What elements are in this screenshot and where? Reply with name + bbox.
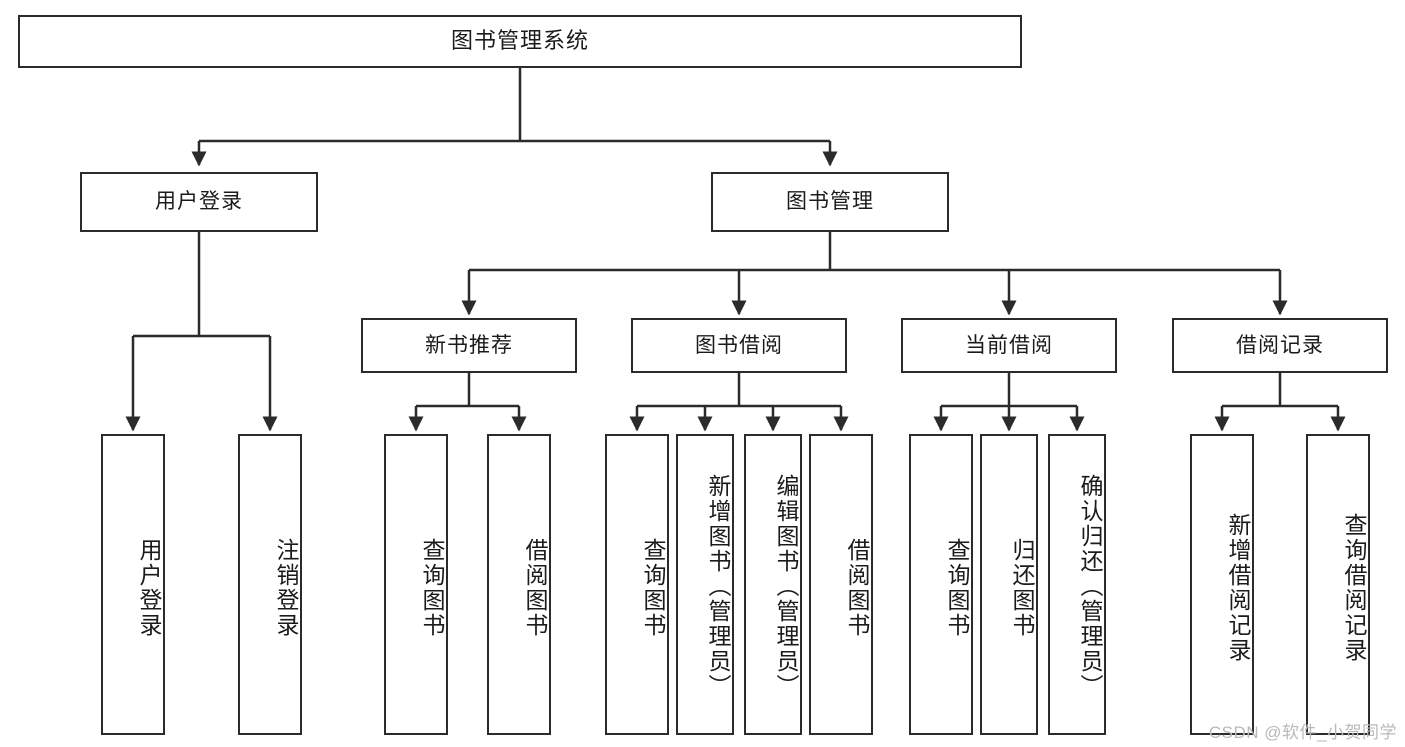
node-new-book-recommend[interactable]: 新书推荐 bbox=[361, 318, 577, 373]
node-leaf-return-book[interactable]: 归还图书 bbox=[980, 434, 1038, 735]
node-book-manage[interactable]: 图书管理 bbox=[711, 172, 949, 232]
node-leaf-borrow-book-borrow[interactable]: 借阅图书 bbox=[809, 434, 873, 735]
node-leaf-user-login[interactable]: 用户登录 bbox=[101, 434, 165, 735]
node-root-system[interactable]: 图书管理系统 bbox=[18, 15, 1022, 68]
node-leaf-query-borrow-record[interactable]: 查询借阅记录 bbox=[1306, 434, 1370, 735]
node-current-borrow[interactable]: 当前借阅 bbox=[901, 318, 1117, 373]
node-borrow-record[interactable]: 借阅记录 bbox=[1172, 318, 1388, 373]
watermark-text: CSDN @软件_小贺同学 bbox=[1208, 723, 1397, 742]
node-leaf-edit-book-admin[interactable]: 编辑图书（管理员） bbox=[744, 434, 802, 735]
node-leaf-query-book-recommend[interactable]: 查询图书 bbox=[384, 434, 448, 735]
node-leaf-query-book-borrow[interactable]: 查询图书 bbox=[605, 434, 669, 735]
node-leaf-borrow-book-recommend[interactable]: 借阅图书 bbox=[487, 434, 551, 735]
node-book-borrow[interactable]: 图书借阅 bbox=[631, 318, 847, 373]
node-leaf-add-borrow-record[interactable]: 新增借阅记录 bbox=[1190, 434, 1254, 735]
node-leaf-logout[interactable]: 注销登录 bbox=[238, 434, 302, 735]
node-leaf-query-book-current[interactable]: 查询图书 bbox=[909, 434, 973, 735]
node-leaf-confirm-return-admin[interactable]: 确认归还（管理员） bbox=[1048, 434, 1106, 735]
node-leaf-add-book-admin[interactable]: 新增图书（管理员） bbox=[676, 434, 734, 735]
node-user-login[interactable]: 用户登录 bbox=[80, 172, 318, 232]
